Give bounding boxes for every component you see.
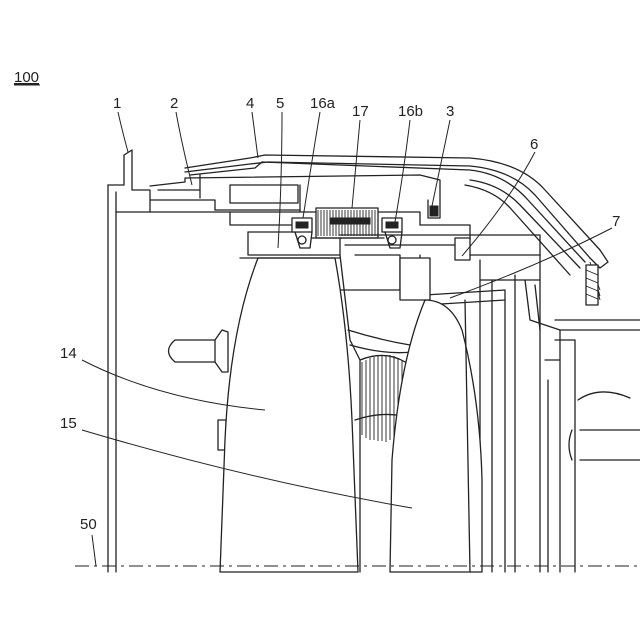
spring-17: [312, 208, 384, 238]
conical-member-14: [220, 258, 358, 572]
cover-plate-part-2: [150, 175, 440, 210]
label-16b: 16b: [398, 103, 423, 120]
label-6: 6: [530, 136, 538, 153]
label-7: 7: [612, 213, 620, 230]
label-50: 50: [80, 516, 97, 533]
bearing-16b: [382, 218, 402, 248]
label-17: 17: [352, 103, 369, 120]
conical-member-15: [390, 300, 482, 572]
part-6: [340, 235, 540, 280]
label-16a: 16a: [310, 95, 336, 112]
label-5: 5: [276, 95, 284, 112]
bearing-16a: [292, 218, 312, 248]
label-4: 4: [246, 95, 254, 112]
label-1: 1: [113, 95, 121, 112]
part-3: [420, 200, 470, 240]
label-3: 3: [446, 103, 454, 120]
label-14: 14: [60, 345, 77, 362]
label-2: 2: [170, 95, 178, 112]
label-15: 15: [60, 415, 77, 432]
left-pin: [169, 330, 229, 450]
housing-part-1: [108, 150, 230, 572]
right-side-assembly: [525, 280, 640, 572]
assembly-ref-label: 100: [14, 69, 39, 86]
